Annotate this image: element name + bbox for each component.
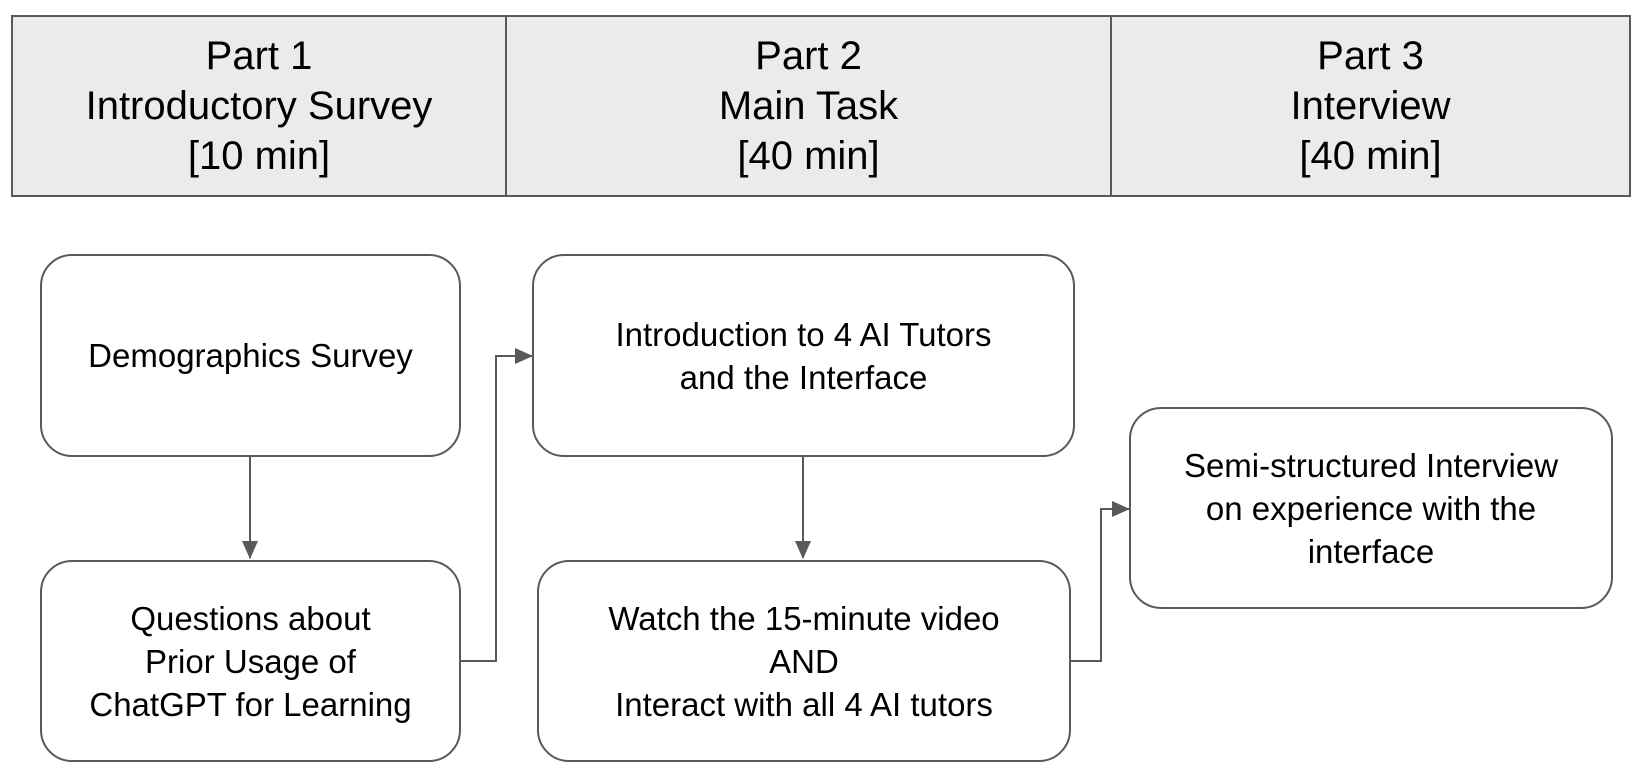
part-1-label: Part 1 <box>205 34 313 78</box>
introduction-box: Introduction to 4 AI Tutors and the Inte… <box>532 254 1075 457</box>
part-3-duration: [40 min] <box>1299 134 1442 178</box>
arrow-watch-to-interview <box>1071 501 1130 662</box>
phase-part-2: Part 2 Main Task [40 min] <box>505 17 1110 195</box>
prior-usage-questions-box: Questions about Prior Usage of ChatGPT f… <box>40 560 461 762</box>
part-3-name: Interview <box>1290 84 1451 128</box>
demographics-survey-box: Demographics Survey <box>40 254 461 457</box>
watch-and-interact-box: Watch the 15-minute video AND Interact w… <box>537 560 1071 762</box>
part-1-name: Introductory Survey <box>85 84 433 128</box>
part-2-name: Main Task <box>718 84 899 128</box>
phase-header: Part 1 Introductory Survey [10 min] Part… <box>11 15 1631 197</box>
part-1-duration: [10 min] <box>187 134 331 178</box>
phase-part-3: Part 3 Interview [40 min] <box>1110 17 1629 195</box>
phase-part-1: Part 1 Introductory Survey [10 min] <box>13 17 505 195</box>
arrow-prior-usage-to-introduction <box>461 348 533 662</box>
part-2-duration: [40 min] <box>737 134 880 178</box>
part-3-label: Part 3 <box>1317 34 1424 78</box>
part-2-label: Part 2 <box>755 34 862 78</box>
semi-structured-interview-box: Semi-structured Interview on experience … <box>1129 407 1613 609</box>
